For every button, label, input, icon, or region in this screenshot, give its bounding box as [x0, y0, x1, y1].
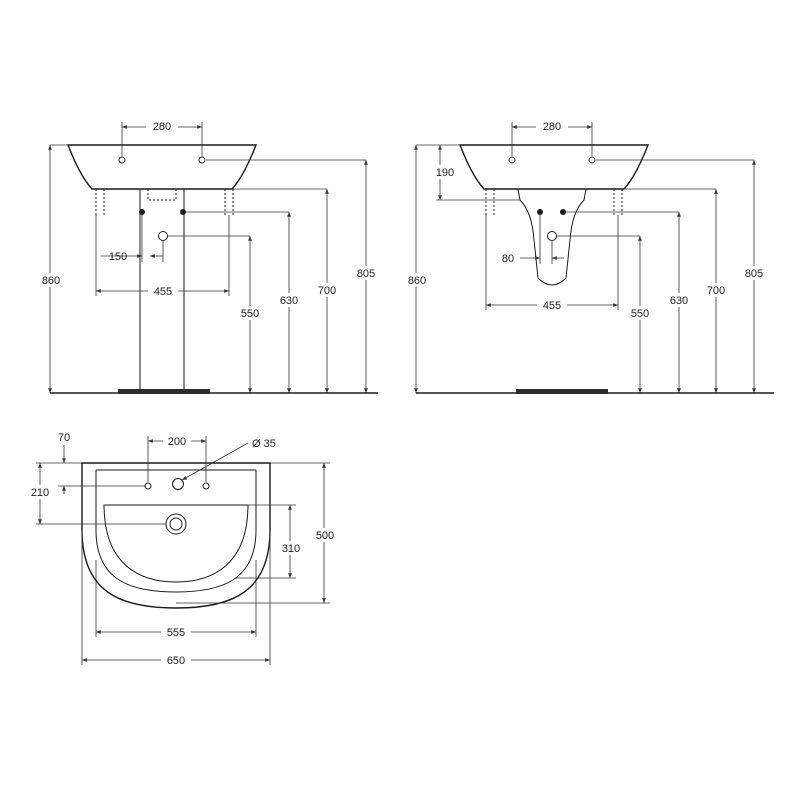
- dim-rim-height: 805: [357, 268, 375, 280]
- dim-tap-hole-diameter: Ø 35: [252, 438, 276, 450]
- dim-overall-height: 860: [42, 275, 60, 287]
- waste-trap-hidden: [147, 189, 177, 201]
- dim-mask: [161, 625, 191, 639]
- tap-hole-left-icon: [508, 156, 516, 164]
- dim-waste-height: 550: [241, 308, 259, 320]
- floor-marker: [516, 389, 608, 394]
- dim-waste-offset: 80: [502, 253, 514, 265]
- dim-mask: [432, 165, 458, 179]
- dim-mask: [666, 293, 692, 307]
- dim-rim-depth: 190: [436, 167, 454, 179]
- dim-ext-555: [95, 560, 257, 637]
- waste-outlet-icon: [547, 231, 557, 241]
- bracket-dot-right-icon: [560, 209, 566, 215]
- bowl-outline: [103, 504, 249, 583]
- waste-inner-icon: [169, 517, 183, 531]
- dim-mask: [38, 273, 64, 287]
- dim-mask: [277, 541, 305, 555]
- fixing-bolt-right: [224, 189, 234, 215]
- dim-mask: [741, 266, 767, 280]
- tap-hole-center-icon: [172, 478, 184, 490]
- dim-mask: [237, 306, 263, 320]
- dim-overall-height: 860: [408, 275, 426, 287]
- dim-mask: [146, 119, 178, 133]
- dim-bowl-depth: 310: [282, 543, 300, 555]
- dim-tap-spacing: 280: [153, 121, 171, 133]
- dim-bowl-height: 700: [707, 285, 725, 297]
- fixing-bolt-right: [613, 189, 623, 215]
- dim-mask: [703, 283, 729, 297]
- dim-back-to-waste: 210: [31, 487, 49, 499]
- dim-tap-spacing: 280: [543, 121, 561, 133]
- dim-tap-spacing: 200: [168, 436, 186, 448]
- bracket-dot-left-icon: [537, 209, 543, 215]
- dim-fixing-width: 455: [543, 300, 561, 312]
- dim-waste-height: 550: [631, 308, 649, 320]
- dim-mask: [314, 283, 340, 297]
- dim-ext-210: [36, 462, 166, 525]
- dim-ext-200: [147, 436, 207, 482]
- basin-outline: [66, 144, 258, 190]
- bracket-dot-right-icon: [180, 209, 186, 215]
- tap-hole-right-icon: [202, 482, 210, 490]
- semi-pedestal-shroud: [517, 188, 587, 286]
- dim-ext-80: [539, 215, 553, 264]
- dim-ext-650: [81, 530, 271, 665]
- dim-mask: [161, 653, 191, 667]
- dim-ext-150: [141, 215, 164, 262]
- dim-ext-310: [236, 504, 296, 579]
- dim-bracket-height: 630: [280, 295, 298, 307]
- pedestal-column: [139, 189, 185, 389]
- basin-plan-outline: [81, 462, 271, 609]
- dim-fixing-width: 455: [154, 286, 172, 298]
- dim-mask: [311, 528, 339, 542]
- dim-mask: [536, 119, 568, 133]
- dim-mask: [404, 273, 430, 287]
- dim-bracket-height: 630: [670, 295, 688, 307]
- tap-hole-right-icon: [198, 156, 206, 164]
- dim-mask: [148, 284, 178, 298]
- dim-waste-offset: 150: [109, 251, 127, 263]
- dim-rim-height: 805: [745, 268, 763, 280]
- dim-leader-diameter: [181, 442, 249, 481]
- tap-hole-right-icon: [588, 156, 596, 164]
- pedestal-foot: [118, 389, 210, 394]
- dim-ext-455: [95, 215, 230, 296]
- dim-mask: [353, 266, 379, 280]
- fixing-bolt-left: [95, 189, 105, 215]
- dim-ext-500: [176, 462, 330, 604]
- waste-outlet-icon: [158, 231, 168, 241]
- dim-mask: [163, 434, 191, 448]
- dim-mask: [627, 306, 653, 320]
- dim-tap-hole-offset: 70: [58, 432, 70, 444]
- dim-mask: [276, 293, 302, 307]
- dim-bowl-width: 555: [167, 627, 185, 639]
- bracket-dot-left-icon: [139, 209, 145, 215]
- dim-mask: [537, 298, 567, 312]
- pedestal-front-view: 280 860 805 700 630 550 150: [38, 119, 379, 394]
- semi-pedestal-front-view: 280 190 860 805 700 630 550: [404, 119, 774, 394]
- basin-outline: [458, 144, 650, 190]
- dim-ext-455: [485, 215, 619, 310]
- dim-bowl-height: 700: [318, 285, 336, 297]
- tap-hole-left-icon: [118, 156, 126, 164]
- plan-view: 70 210 200 Ø 35 310 500 555 650: [27, 432, 339, 667]
- fixing-bolt-left: [485, 189, 495, 215]
- dim-mask: [27, 485, 53, 499]
- rim-inner-outline: [95, 470, 257, 593]
- dim-overall-width: 650: [167, 655, 185, 667]
- dim-overall-depth: 500: [316, 530, 334, 542]
